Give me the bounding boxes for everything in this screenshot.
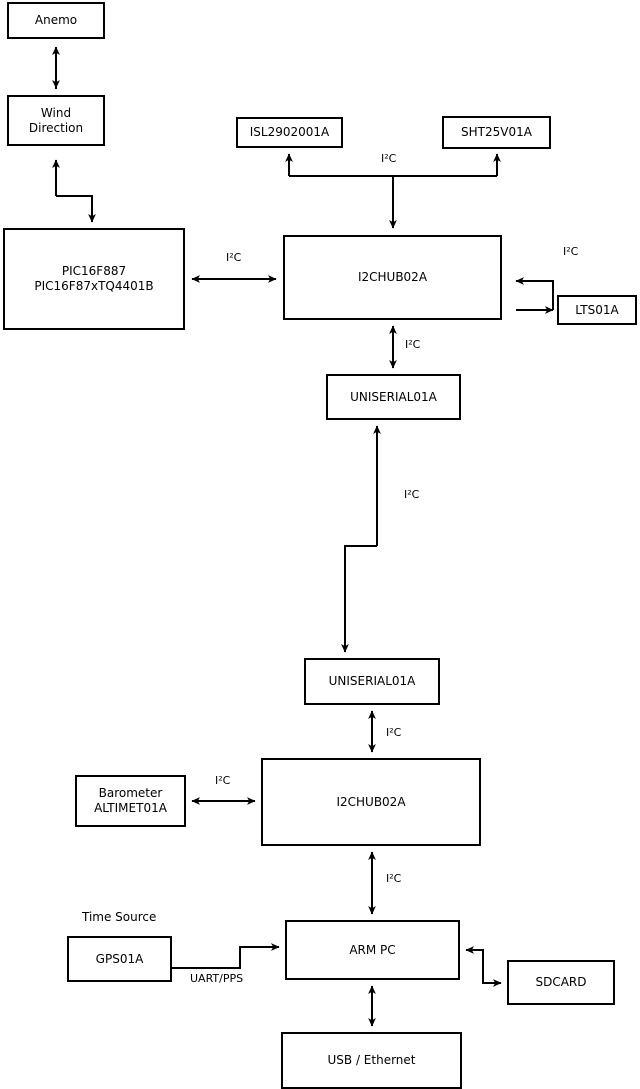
edge-label-hub-to-uniserial: I²C [405, 338, 421, 351]
node-gps01a-label: GPS01A [95, 951, 144, 966]
label-time-source: Time Source [82, 910, 157, 924]
edge-lts-up-branch [515, 277, 554, 310]
node-anemo[interactable]: Anemo [7, 2, 105, 39]
node-wind-direction-label: Wind Direction [28, 105, 84, 135]
edge-sdcard-to-armpc [465, 946, 484, 954]
edge-label-uniserial-link: I²C [404, 488, 420, 501]
node-arm-pc-label: ARM PC [349, 942, 396, 957]
edge-uniserial-link-down [341, 545, 377, 653]
node-i2chub02a-bottom[interactable]: I2CHUB02A [261, 758, 481, 846]
edge-gps-armpc [172, 943, 280, 969]
node-lts01a[interactable]: LTS01A [557, 295, 637, 325]
edge-armpc-to-sdcard [482, 950, 502, 987]
edge-label-hub-to-armpc: I²C [386, 872, 402, 885]
node-barometer-altimet01a[interactable]: Barometer ALTIMET01A [75, 775, 186, 827]
node-uniserial01a-bottom[interactable]: UNISERIAL01A [304, 658, 440, 705]
node-uniserial01a-bottom-label: UNISERIAL01A [328, 674, 416, 688]
node-lts01a-label: LTS01A [575, 302, 619, 317]
node-wind-direction[interactable]: Wind Direction [7, 95, 105, 146]
node-pic-microcontroller-label: PIC16F887 PIC16F87xTQ4401B [34, 264, 154, 293]
node-sht25v01a-label: SHT25V01A [461, 125, 532, 139]
node-barometer-altimet01a-label: Barometer ALTIMET01A [94, 786, 167, 815]
node-isl2902001a-label: ISL2902001A [249, 125, 330, 139]
edge-label-hub-to-lts: I²C [563, 245, 579, 258]
node-uniserial01a-top-label: UNISERIAL01A [350, 389, 437, 404]
edge-label-gps-to-armpc: UART/PPS [190, 972, 244, 985]
node-i2chub02a-top[interactable]: I2CHUB02A [283, 235, 502, 320]
node-gps01a[interactable]: GPS01A [67, 936, 172, 982]
edge-label-uniserial-to-hub-bottom: I²C [386, 726, 402, 739]
edge-label-sensor-bus: I²C [381, 152, 397, 165]
node-usb-ethernet-label: USB / Ethernet [327, 1053, 416, 1067]
edge-pic-to-wind-body [56, 195, 96, 223]
node-i2chub02a-bottom-label: I2CHUB02A [336, 794, 406, 809]
node-sht25v01a[interactable]: SHT25V01A [442, 116, 551, 149]
node-pic-microcontroller[interactable]: PIC16F887 PIC16F87xTQ4401B [3, 228, 185, 330]
node-arm-pc[interactable]: ARM PC [285, 920, 460, 980]
node-sdcard[interactable]: SDCARD [507, 960, 615, 1005]
edge-label-pic-to-hub: I²C [226, 251, 242, 264]
edge-label-barometer-to-hub: I²C [215, 774, 231, 787]
node-uniserial01a-top[interactable]: UNISERIAL01A [326, 374, 461, 420]
node-sdcard-label: SDCARD [535, 975, 587, 989]
node-isl2902001a[interactable]: ISL2902001A [236, 117, 343, 148]
node-anemo-label: Anemo [34, 13, 78, 27]
node-usb-ethernet[interactable]: USB / Ethernet [281, 1032, 462, 1089]
node-i2chub02a-top-label: I2CHUB02A [357, 270, 428, 284]
